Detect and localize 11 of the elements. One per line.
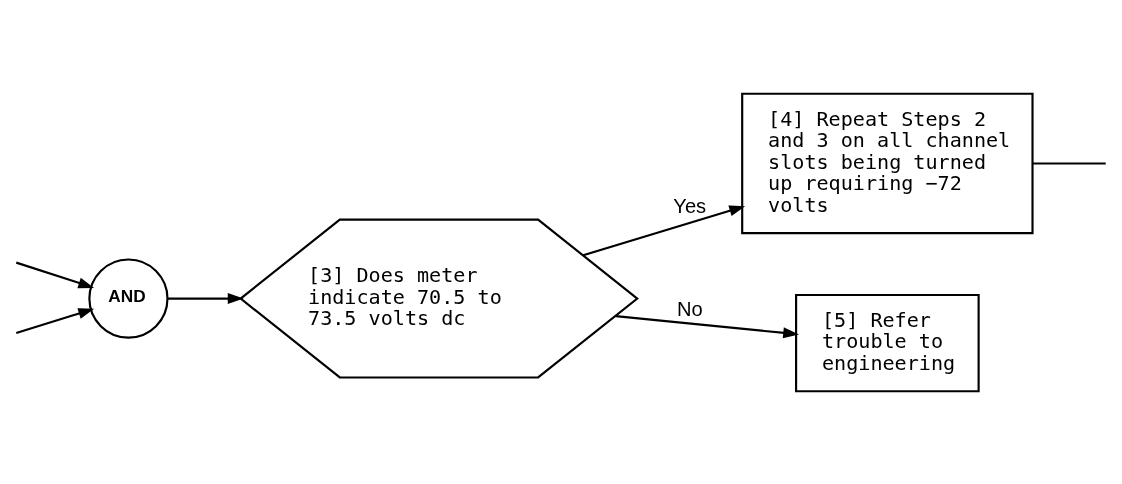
node-box: [4] Repeat Steps 2 and 3 on all channel slots being turned up requiring −72 volts: [741, 92, 1034, 234]
node-box: [5] Refer trouble to engineering: [795, 293, 980, 392]
edge-label: Yes: [673, 194, 707, 217]
arrow: [167, 292, 244, 304]
edge-label: No: [676, 297, 703, 320]
connector: [1032, 161, 1106, 165]
arrow: [15, 261, 95, 288]
arrow: [615, 314, 800, 338]
arrow: [15, 307, 95, 334]
arrow: [582, 204, 746, 256]
node-circle: AND: [88, 257, 169, 339]
